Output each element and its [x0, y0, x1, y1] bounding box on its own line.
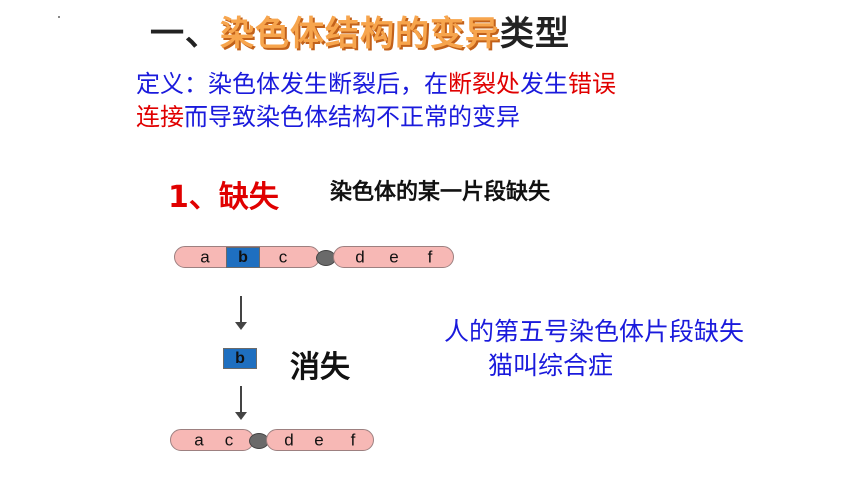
- decor-dot: [58, 16, 60, 18]
- chromosome-arm-right: d e f: [266, 429, 374, 451]
- title-suffix: 类型: [500, 14, 570, 54]
- chromosome-arm-right: d e f: [333, 246, 454, 268]
- gene-label: d: [284, 430, 294, 450]
- title-prefix: 一、: [150, 14, 220, 54]
- lost-label: 消失: [290, 350, 350, 385]
- gene-label: d: [355, 247, 365, 267]
- gene-label: e: [389, 247, 399, 267]
- gene-label: f: [427, 247, 433, 267]
- gene-label: e: [314, 430, 324, 450]
- gene-label: c: [278, 247, 288, 267]
- definition-emphasis: 错误: [568, 70, 616, 98]
- definition-text: 而导致染色体结构不正常的变异: [184, 103, 520, 131]
- gene-label: c: [224, 430, 234, 450]
- definition-text: 发生: [520, 70, 568, 98]
- gene-label: f: [350, 430, 356, 450]
- example-line-1: 人的第五号染色体片段缺失: [444, 317, 745, 346]
- definition-emphasis: 断裂处: [448, 70, 520, 98]
- definition-line-2: 连接而导致染色体结构不正常的变异: [136, 97, 520, 132]
- section-title: 1、缺失: [168, 180, 279, 215]
- down-arrow-icon: [235, 386, 247, 420]
- gene-label: a: [200, 247, 210, 267]
- definition-text: 定义：染色体发生断裂后，在: [136, 70, 448, 98]
- example-line-2: 猫叫综合症: [488, 351, 614, 380]
- deleted-band: b: [226, 247, 260, 268]
- section-description: 染色体的某一片段缺失: [330, 180, 551, 205]
- slide-title: 一、染色体结构的变异类型: [150, 6, 570, 55]
- deleted-fragment: b: [223, 348, 257, 369]
- definition-emphasis: 连接: [136, 103, 184, 131]
- chromosome-arm-left: a c: [170, 429, 254, 451]
- title-highlight: 染色体结构的变异: [220, 14, 500, 54]
- gene-label: a: [194, 430, 204, 450]
- down-arrow-icon: [235, 296, 247, 330]
- definition-line-1: 定义：染色体发生断裂后，在断裂处发生错误: [136, 64, 616, 99]
